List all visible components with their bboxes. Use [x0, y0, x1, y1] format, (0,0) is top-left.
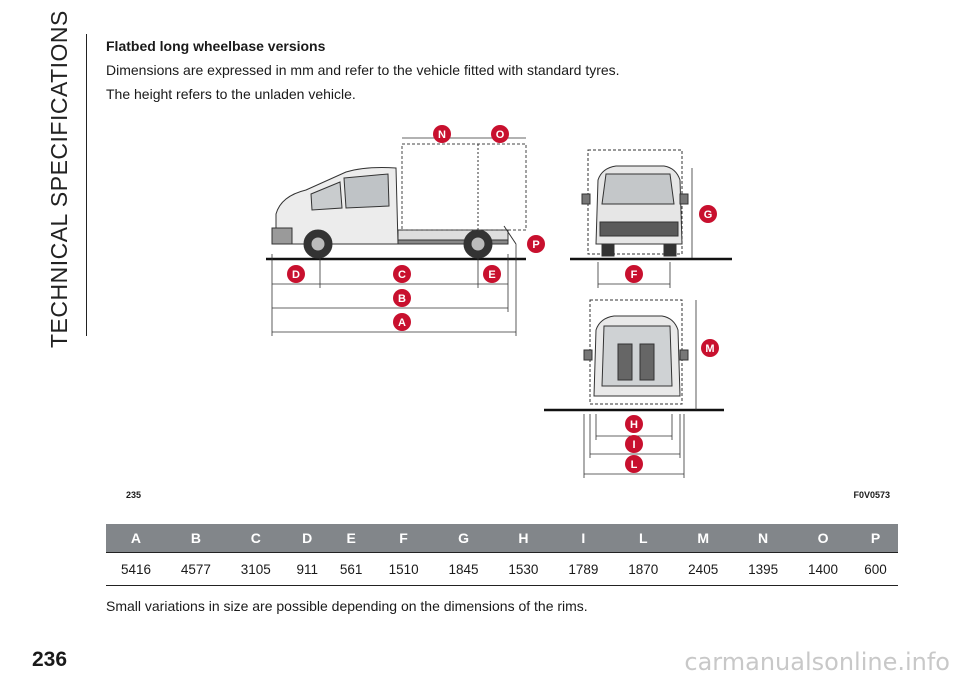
svg-text:F: F	[631, 269, 638, 281]
section-divider	[86, 34, 87, 336]
label-badge-d: D	[287, 265, 305, 283]
label-badge-f: F	[625, 265, 643, 283]
table-cell: 1789	[553, 552, 614, 586]
label-badge-o: O	[491, 125, 509, 143]
svg-text:C: C	[398, 269, 406, 281]
svg-text:O: O	[496, 129, 505, 141]
table-cell: 600	[853, 552, 898, 586]
table-cell: 1530	[493, 552, 554, 586]
table-header-cell: P	[853, 524, 898, 553]
label-badge-e: E	[483, 265, 501, 283]
table-cell: 1400	[793, 552, 853, 586]
label-badge-i: I	[625, 435, 643, 453]
figure-code: F0V0573	[853, 490, 890, 500]
page-number: 236	[32, 648, 68, 671]
figure-number: 235	[126, 490, 142, 500]
table-header-cell: F	[373, 524, 434, 553]
svg-text:I: I	[632, 439, 635, 451]
table-row: 5416 4577 3105 911 561 1510 1845 1530 17…	[106, 552, 898, 586]
svg-text:P: P	[532, 239, 539, 251]
table-header-cell: B	[165, 524, 226, 553]
label-badge-n: N	[433, 125, 451, 143]
svg-text:E: E	[488, 269, 495, 281]
table-header-cell: I	[553, 524, 614, 553]
table-cell: 1395	[733, 552, 794, 586]
vehicle-dimension-drawing: N O P D C E B A G F M H I L	[266, 125, 732, 478]
front-dimension-lines	[597, 168, 693, 288]
table-cell: 911	[285, 552, 329, 586]
section-side-label: TECHNICAL SPECIFICATIONS	[36, 10, 96, 348]
table-header-row: A B C D E F G H I L M N O P	[106, 524, 898, 553]
svg-text:A: A	[398, 317, 406, 329]
section-title: TECHNICAL SPECIFICATIONS	[46, 10, 72, 348]
table-header-cell: A	[106, 524, 166, 553]
label-badge-a: A	[393, 313, 411, 331]
svg-text:D: D	[292, 269, 300, 281]
label-badge-g: G	[699, 205, 717, 223]
table-header-cell: E	[328, 524, 374, 553]
table-cell: 1510	[373, 552, 434, 586]
table-header-cell: L	[613, 524, 674, 553]
rim-variation-note: Small variations in size are possible de…	[106, 598, 588, 614]
rear-view-vehicle	[544, 299, 724, 412]
intro-paragraph: Dimensions are expressed in mm and refer…	[106, 62, 620, 78]
label-badge-c: C	[393, 265, 411, 283]
table-header-cell: G	[433, 524, 494, 553]
table-cell: 3105	[225, 552, 286, 586]
label-badge-h: H	[625, 415, 643, 433]
page-heading: Flatbed long wheelbase versions	[106, 38, 326, 54]
label-badge-p: P	[527, 235, 545, 253]
table-header-cell: D	[285, 524, 329, 553]
label-badge-m: M	[701, 339, 719, 357]
svg-text:G: G	[704, 209, 713, 221]
table-cell: 561	[328, 552, 374, 586]
table-header-cell: C	[225, 524, 286, 553]
svg-text:L: L	[631, 459, 638, 471]
dimensions-table: A B C D E F G H I L M N O P 5416 4577 31…	[106, 524, 898, 586]
svg-text:H: H	[630, 419, 638, 431]
watermark-text: carmanualsonline.info	[684, 648, 950, 676]
height-note-paragraph: The height refers to the unladen vehicle…	[106, 86, 356, 102]
table-header-cell: N	[733, 524, 794, 553]
svg-text:B: B	[398, 293, 406, 305]
table-cell: 5416	[106, 552, 166, 586]
label-badge-b: B	[393, 289, 411, 307]
side-view-vehicle	[266, 143, 527, 261]
table-cell: 2405	[673, 552, 734, 586]
table-cell: 1845	[433, 552, 494, 586]
label-badge-l: L	[625, 455, 643, 473]
front-view-vehicle	[570, 149, 732, 261]
rear-dimension-lines	[583, 300, 697, 478]
table-header-cell: H	[493, 524, 554, 553]
svg-text:N: N	[438, 129, 446, 141]
table-header-cell: O	[793, 524, 853, 553]
table-cell: 4577	[165, 552, 226, 586]
table-cell: 1870	[613, 552, 674, 586]
dimension-figure: N O P D C E B A G F M H I L 235 F0V0573	[106, 104, 898, 506]
table-header-cell: M	[673, 524, 734, 553]
svg-text:M: M	[705, 343, 714, 355]
